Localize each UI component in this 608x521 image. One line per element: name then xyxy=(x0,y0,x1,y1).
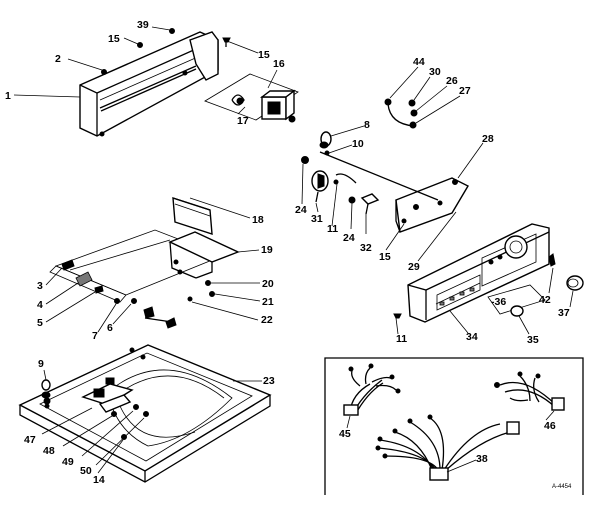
label-9: 9 xyxy=(38,358,44,370)
label-37: 37 xyxy=(558,307,570,319)
label-19: 19 xyxy=(261,244,273,256)
screw-15-top xyxy=(222,37,231,47)
label-11b: 11 xyxy=(396,333,407,345)
lid-switch-assembly xyxy=(81,377,149,440)
label-3: 3 xyxy=(37,280,43,292)
knob-35-36 xyxy=(487,284,546,317)
part-labels: 39 15 2 1 15 16 17 44 30 26 27 8 10 28 2… xyxy=(5,19,572,490)
bumper-9 xyxy=(41,379,51,409)
harness-45 xyxy=(343,363,401,416)
label-34: 34 xyxy=(466,331,478,343)
switch-32 xyxy=(348,193,380,215)
wiring-harness-box xyxy=(324,357,584,495)
label-22: 22 xyxy=(261,314,273,326)
knob-37 xyxy=(548,253,584,291)
label-17: 17 xyxy=(237,115,249,127)
label-44: 44 xyxy=(413,56,425,68)
label-15c: 15 xyxy=(379,251,391,263)
label-21: 21 xyxy=(262,296,274,308)
label-46: 46 xyxy=(544,420,556,432)
label-30: 30 xyxy=(429,66,441,78)
label-23: 23 xyxy=(263,375,275,387)
label-36: -36 xyxy=(491,296,506,308)
label-15b: 15 xyxy=(258,49,270,61)
harness-38 xyxy=(375,414,520,481)
label-24a: 24 xyxy=(295,204,307,216)
label-16: 16 xyxy=(273,58,285,70)
label-50: 50 xyxy=(80,465,92,477)
label-8: 8 xyxy=(364,119,370,131)
parts-20-22 xyxy=(187,280,215,302)
label-20: 20 xyxy=(262,278,274,290)
label-31: 31 xyxy=(311,213,323,225)
control-panel-34 xyxy=(407,223,550,323)
screw-11 xyxy=(393,313,402,319)
bracket-19 xyxy=(168,231,240,279)
label-28: 28 xyxy=(482,133,494,145)
label-32: 32 xyxy=(360,242,372,254)
label-6: 6 xyxy=(107,322,113,334)
wire-clip-assembly xyxy=(384,98,418,129)
control-bracket xyxy=(319,151,469,233)
label-1: 1 xyxy=(5,90,11,102)
label-49: 49 xyxy=(62,456,74,468)
label-5: 5 xyxy=(37,317,43,329)
label-10: 10 xyxy=(352,138,364,150)
label-7: 7 xyxy=(92,330,98,342)
label-14: 14 xyxy=(93,474,105,486)
label-24b: 24 xyxy=(343,232,355,244)
label-35: 35 xyxy=(527,334,539,346)
label-38: 38 xyxy=(476,453,488,465)
bracket-18 xyxy=(172,197,251,235)
label-47: 47 xyxy=(24,434,36,446)
label-11a: 11 xyxy=(327,223,338,235)
label-2: 2 xyxy=(55,53,61,65)
switch-8 xyxy=(319,131,332,156)
corner-code: A-4454 xyxy=(552,484,572,490)
washer-top-23 xyxy=(18,344,272,483)
label-18: 18 xyxy=(252,214,264,226)
label-27: 27 xyxy=(459,85,471,97)
label-15a: 15 xyxy=(108,33,120,45)
label-45: 45 xyxy=(339,428,351,440)
console-backsplash xyxy=(79,28,219,137)
label-29: 29 xyxy=(408,261,420,273)
left-fasteners xyxy=(61,259,177,329)
harness-46 xyxy=(494,371,565,411)
label-42: 42 xyxy=(539,294,551,306)
switch-31 xyxy=(301,156,357,203)
timer-assembly xyxy=(204,73,299,123)
label-39: 39 xyxy=(137,19,149,31)
label-26: 26 xyxy=(446,75,458,87)
label-48: 48 xyxy=(43,445,55,457)
label-4: 4 xyxy=(37,299,43,311)
